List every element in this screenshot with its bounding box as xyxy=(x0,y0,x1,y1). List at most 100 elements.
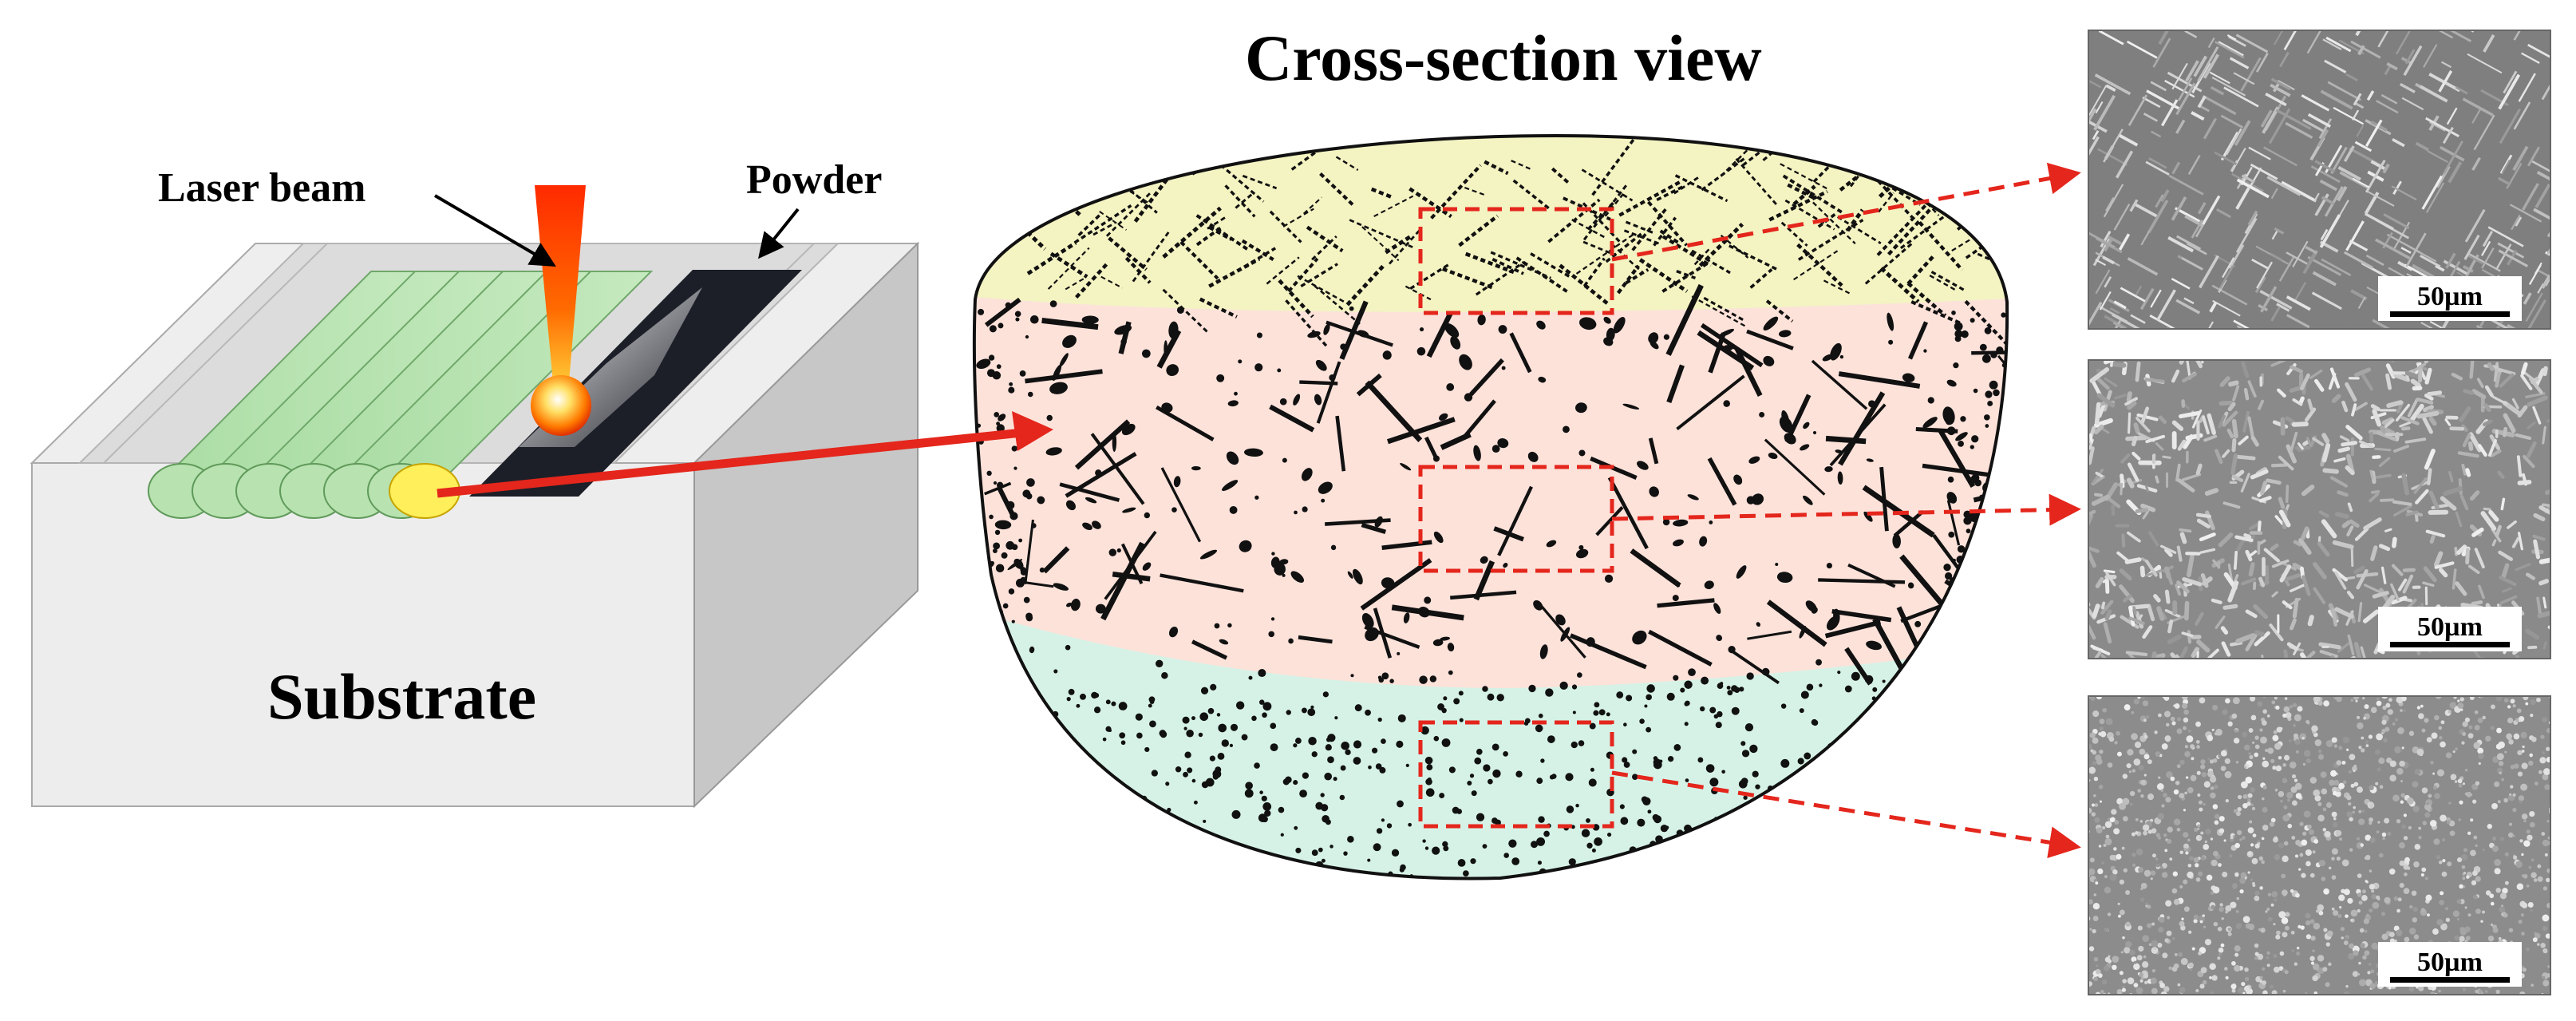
micro-fine-grain xyxy=(2440,814,2447,822)
equiaxed-grain xyxy=(1299,789,1307,798)
equiaxed-grain xyxy=(1315,801,1324,810)
equiaxed-grain xyxy=(1642,852,1647,857)
micro-dendrite xyxy=(2140,231,2151,246)
micro-fine-grain xyxy=(2457,778,2463,784)
equiaxed-grain xyxy=(992,763,1000,770)
equiaxed-grain xyxy=(985,759,991,765)
equiaxed-grain xyxy=(1709,520,1713,524)
equiaxed-grain xyxy=(1116,833,1124,842)
micro-fine-grain xyxy=(2371,942,2379,950)
micro-fine-grain xyxy=(2455,747,2458,750)
micro-grain xyxy=(2428,416,2437,426)
micro-grain xyxy=(2356,568,2369,590)
equiaxed-grain xyxy=(1262,816,1268,823)
carbide-blob xyxy=(1887,312,1894,331)
micro-fine-grain xyxy=(2412,917,2418,923)
micro-fine-grain xyxy=(2193,914,2199,920)
micro-grain xyxy=(2346,590,2355,600)
micro-fine-grain xyxy=(2198,951,2203,956)
carbide-blob xyxy=(1219,639,1229,645)
equiaxed-grain xyxy=(1085,840,1090,845)
dendrite-arm xyxy=(1900,603,1945,623)
equiaxed-grain xyxy=(1271,552,1275,556)
dendrite-arm xyxy=(1112,571,1151,582)
micro-grain xyxy=(2491,539,2497,547)
micro-fine-grain xyxy=(2222,871,2228,878)
equiaxed-grain xyxy=(1353,757,1361,765)
equiaxed-grain xyxy=(1623,762,1630,768)
micro-fine-grain xyxy=(2440,891,2444,896)
micro-dendrite xyxy=(2546,230,2550,238)
micro-fine-grain xyxy=(2119,879,2124,884)
micro-dendrite xyxy=(2214,41,2245,59)
micro-fine-grain xyxy=(2492,927,2499,933)
micro-fine-grain xyxy=(2399,883,2404,888)
micro-fine-grain xyxy=(2283,706,2290,713)
micro-fine-grain xyxy=(2250,696,2256,702)
micro-fine-grain xyxy=(2096,969,2101,975)
micro-fine-grain xyxy=(2299,821,2304,826)
micro-grain xyxy=(2094,402,2101,425)
dendrite-arm xyxy=(1156,405,1215,441)
equiaxed-grain xyxy=(1577,672,1582,678)
equiaxed-grain xyxy=(1501,366,1506,370)
micro-dendrite xyxy=(2471,156,2481,171)
micro-fine-grain xyxy=(2163,710,2171,718)
equiaxed-grain xyxy=(974,855,980,861)
micro-fine-grain xyxy=(2399,842,2405,849)
micro-grain xyxy=(2155,475,2159,484)
equiaxed-grain xyxy=(1508,839,1517,848)
micro-fine-grain xyxy=(2404,936,2410,943)
micro-dendrite xyxy=(2352,177,2370,188)
micro-fine-grain xyxy=(2250,787,2255,793)
micro-dendrite xyxy=(2222,257,2235,279)
micro-fine-grain xyxy=(2521,750,2525,753)
micro-fine-grain xyxy=(2260,928,2266,933)
micro-fine-grain xyxy=(2346,811,2353,817)
micro-fine-grain xyxy=(2313,789,2320,797)
equiaxed-grain xyxy=(1984,326,1992,334)
equiaxed-grain xyxy=(1322,806,1326,810)
equiaxed-grain xyxy=(1653,758,1661,766)
micro-grain xyxy=(2312,437,2325,446)
micro-fine-grain xyxy=(2139,820,2143,823)
micro-dendrite xyxy=(2421,175,2444,210)
micro-fine-grain xyxy=(2138,945,2144,952)
micro-grain xyxy=(2393,505,2412,517)
micro-fine-grain xyxy=(2259,975,2263,979)
equiaxed-grain xyxy=(1970,594,1977,601)
micro-grain xyxy=(2161,612,2167,620)
dendrite-arm xyxy=(1893,509,1925,537)
micro-dendrite xyxy=(2511,214,2521,231)
micro-fine-grain xyxy=(2266,908,2270,911)
carbide-blob xyxy=(1538,376,1547,383)
micro-dendrite xyxy=(2376,100,2399,114)
micro-fine-grain xyxy=(2140,882,2147,889)
micro-fine-grain xyxy=(2447,861,2452,867)
equiaxed-grain xyxy=(1464,393,1473,402)
micro-grain xyxy=(2490,449,2502,457)
micro-grain xyxy=(2132,451,2141,461)
micro-fine-grain xyxy=(2484,990,2488,993)
micro-dendrite xyxy=(2352,109,2360,121)
micro-dendrite xyxy=(2171,196,2187,221)
micro-fine-grain xyxy=(2096,758,2103,766)
micro-fine-grain xyxy=(2151,828,2157,834)
equiaxed-grain xyxy=(1320,793,1325,797)
micro-grain xyxy=(2498,550,2514,561)
equiaxed-grain xyxy=(1216,713,1221,717)
micro-fine-grain xyxy=(2212,758,2218,763)
micro-dendrite xyxy=(2109,307,2120,315)
micro-fine-grain xyxy=(2210,837,2214,841)
equiaxed-grain xyxy=(1496,694,1504,702)
equiaxed-grain xyxy=(1666,692,1675,701)
carbide-blob xyxy=(1062,334,1077,348)
micro-grain xyxy=(2247,380,2257,398)
dendrite-arm xyxy=(1473,560,1495,601)
equiaxed-grain xyxy=(1717,683,1724,690)
equiaxed-grain xyxy=(1537,861,1543,865)
micro-fine-grain xyxy=(2550,888,2554,892)
micro-fine-grain xyxy=(2305,861,2311,867)
micro-fine-grain xyxy=(2339,905,2342,909)
micro-fine-grain xyxy=(2092,902,2100,910)
